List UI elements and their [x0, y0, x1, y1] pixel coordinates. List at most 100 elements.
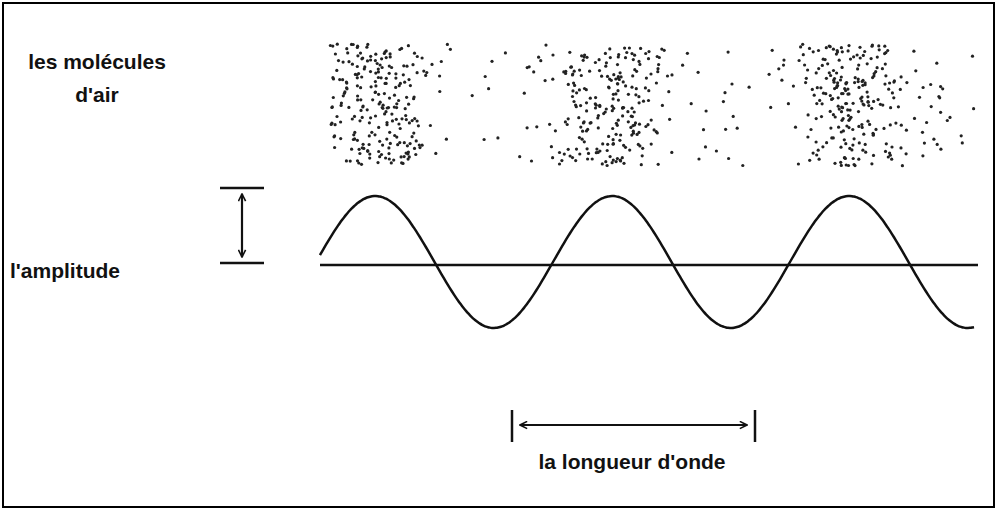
molecule-dot [342, 61, 345, 64]
molecule-dot [621, 107, 624, 110]
molecule-dot [870, 162, 873, 165]
molecule-dot [625, 51, 628, 54]
molecule-dot [828, 71, 831, 74]
molecule-dot [826, 62, 829, 65]
molecule-dot [585, 129, 588, 132]
molecule-dot [532, 70, 535, 73]
molecule-dot [573, 70, 576, 73]
molecule-dot [806, 68, 809, 71]
molecule-dot [884, 63, 887, 66]
molecule-dot [571, 156, 574, 159]
molecule-dot [812, 50, 815, 53]
molecule-dot [628, 46, 631, 49]
molecule-dot [421, 144, 424, 147]
molecule-dot [630, 107, 633, 110]
molecule-dot [617, 99, 620, 102]
molecule-dot [849, 116, 852, 119]
molecule-dot [640, 163, 643, 166]
molecule-dot [374, 90, 377, 93]
molecule-dot [390, 161, 393, 164]
molecule-dot [730, 82, 733, 85]
molecule-dot [409, 84, 412, 87]
molecule-dot [844, 81, 847, 84]
molecule-dot [388, 157, 391, 160]
molecule-dot [550, 145, 553, 148]
molecule-dot [597, 126, 600, 129]
molecule-dot [612, 73, 615, 76]
molecule-dot [619, 71, 622, 74]
molecule-dot [353, 131, 356, 134]
molecule-dot [638, 63, 641, 66]
molecule-dot [600, 75, 603, 78]
molecule-dot [830, 98, 833, 101]
molecule-dot [856, 53, 859, 56]
molecule-dot [866, 91, 869, 94]
molecule-dot [582, 121, 585, 124]
molecule-dot [798, 59, 801, 62]
molecule-dot [921, 131, 924, 134]
molecule-dot [839, 146, 842, 149]
molecule-dot [787, 102, 790, 105]
molecule-dot [628, 149, 631, 152]
axis-line [320, 264, 978, 267]
molecule-dot [405, 118, 408, 121]
molecule-dot [357, 161, 360, 164]
molecule-dot [606, 164, 609, 167]
molecule-dot [411, 63, 414, 66]
molecule-dot [586, 157, 589, 160]
molecule-dot [936, 143, 939, 146]
molecule-dot [332, 96, 335, 99]
molecule-dot [863, 50, 866, 53]
molecule-dot [815, 140, 818, 143]
molecule-dot [860, 123, 863, 126]
molecule-dot [848, 147, 851, 150]
molecule-dot [356, 45, 359, 48]
molecule-dot [393, 106, 396, 109]
molecule-dot [605, 61, 608, 64]
molecule-dot [571, 72, 574, 75]
molecule-dot [581, 130, 584, 133]
molecule-dot [846, 88, 849, 91]
molecule-dot [595, 148, 598, 151]
molecule-dot [881, 104, 884, 107]
molecule-dot [438, 90, 441, 93]
molecule-dot [358, 152, 361, 155]
molecule-dot [398, 48, 401, 51]
molecule-dot [857, 110, 860, 113]
molecule-dot [841, 50, 844, 53]
molecule-dot [872, 100, 875, 103]
molecule-dot [414, 153, 417, 156]
molecule-dot [396, 143, 399, 146]
molecule-dot [404, 107, 407, 110]
molecule-dot [359, 98, 362, 101]
molecule-dot [568, 51, 571, 54]
molecule-dot [544, 44, 547, 47]
molecule-dot [849, 109, 852, 112]
molecule-dot [616, 82, 619, 85]
molecule-dot [877, 44, 880, 47]
molecule-dot [594, 102, 597, 105]
molecule-dot [638, 123, 641, 126]
molecule-dot [624, 56, 627, 59]
molecule-dot [817, 149, 820, 152]
molecule-dot [490, 60, 493, 63]
molecule-dot [862, 102, 865, 105]
molecule-dot [368, 143, 371, 146]
molecule-dot [811, 88, 814, 91]
molecule-dot [626, 110, 629, 113]
molecule-dot [780, 79, 783, 82]
molecule-dot [741, 164, 744, 167]
molecule-dot [334, 52, 337, 55]
molecule-dot [345, 159, 348, 162]
molecule-dot [563, 153, 566, 156]
molecule-dot [841, 106, 844, 109]
molecule-dot [872, 74, 875, 77]
molecule-dot [843, 156, 846, 159]
molecule-dot [345, 87, 348, 90]
molecule-dot [828, 44, 831, 47]
molecule-dot [614, 92, 617, 95]
molecule-dot [852, 55, 855, 58]
molecule-dot [817, 49, 820, 52]
molecule-dot [633, 110, 636, 113]
molecule-dot [362, 147, 365, 150]
